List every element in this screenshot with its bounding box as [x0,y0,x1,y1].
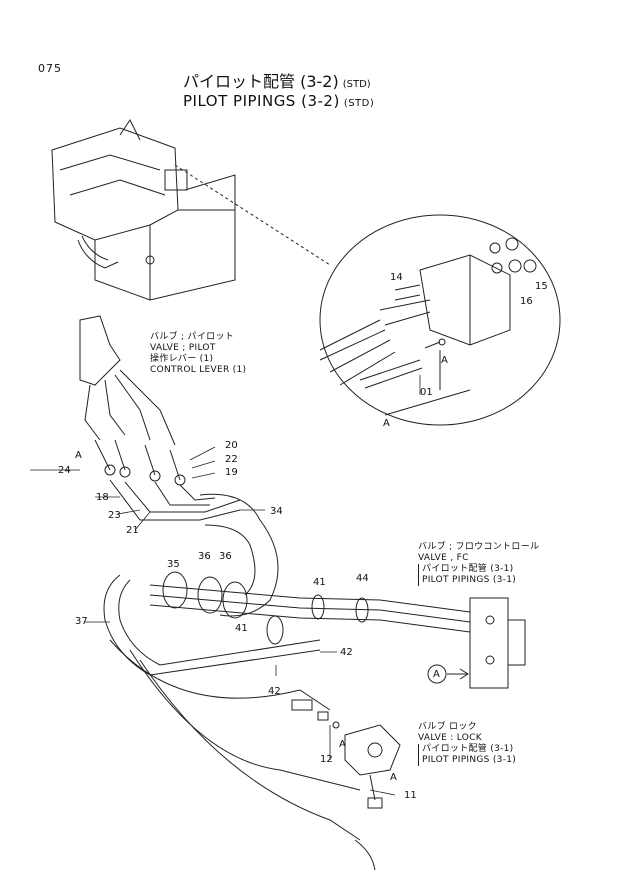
note-ref-jp: パイロット配管 (3-1) [418,744,516,755]
note-jp: バルブ ; パイロット [150,332,235,342]
note-valve-pilot: バルブ ; パイロット VALVE ; PILOT 操作レバー (1) CONT… [150,332,246,376]
lock-valve [344,724,401,809]
part-number: 23 [108,510,121,521]
note-en: VALVE ; PILOT [150,343,216,353]
part-number: 16 [520,296,533,307]
part-number: 37 [75,616,88,627]
part-number: 19 [225,467,238,478]
machine-body-sketch [51,119,236,301]
part-number: 24 [58,465,71,476]
reference-letter: A [390,772,397,783]
part-number: 41 [313,577,326,588]
part-number: 21 [126,525,139,536]
note-jp: バルブ ロック [418,722,477,732]
note-valve-fc: バルブ ; フロウコントロール VALVE , FC パイロット配管 (3-1)… [418,542,539,586]
part-number: 22 [225,454,238,465]
hose-clamps [162,571,369,645]
title-jp-text: パイロット配管 (3-2) [183,72,339,91]
reference-letter: A [383,418,390,429]
view-marker-a [427,664,469,684]
title-en-tag: (STD) [343,98,375,109]
part-number: 35 [167,559,180,570]
pilot-valve-assembly [79,315,186,486]
page-number: 075 [38,62,62,75]
leader-line [174,164,331,266]
part-number: 44 [356,573,369,584]
detail-oval [319,214,561,426]
note-ref-en: PILOT PIPINGS (3-1) [418,755,516,766]
fittings [291,699,376,871]
note-jp: バルブ ; フロウコントロール [418,542,540,552]
fc-valve [469,597,526,689]
page-title-en: PILOT PIPINGS (3-2)(STD) [183,92,374,110]
page-title-jp: パイロット配管 (3-2)(STD) [183,68,371,92]
part-number: 34 [270,506,283,517]
title-jp-tag: (STD) [342,79,371,90]
reference-letter: A [433,669,440,680]
part-number: 01 [420,387,433,398]
part-number: 12 [320,754,333,765]
reference-letter: A [339,739,346,750]
part-number: 42 [268,686,281,697]
hose-bundle [103,479,471,841]
note-valve-lock: バルブ ロック VALVE : LOCK パイロット配管 (3-1) PILOT… [418,722,516,766]
part-number: 11 [404,790,417,801]
part-number: 18 [96,492,109,503]
part-number: 15 [535,281,548,292]
reference-letter: A [441,355,448,366]
reference-letter: A [75,450,82,461]
note-ref-jp: パイロット配管 (3-1) [418,564,539,575]
note-en: VALVE : LOCK [418,733,482,743]
note-ref-en: CONTROL LEVER (1) [150,365,247,375]
note-en: VALVE , FC [418,553,469,563]
title-en-text: PILOT PIPINGS (3-2) [183,92,340,110]
note-ref-en: PILOT PIPINGS (3-1) [418,575,539,586]
part-number: 14 [390,272,403,283]
note-ref-jp: 操作レバー (1) [150,354,214,364]
part-leaders [30,375,421,796]
part-number: 36 [219,551,232,562]
part-number: 42 [340,647,353,658]
part-number: 36 [198,551,211,562]
part-number: 41 [235,623,248,634]
part-number: 20 [225,440,238,451]
